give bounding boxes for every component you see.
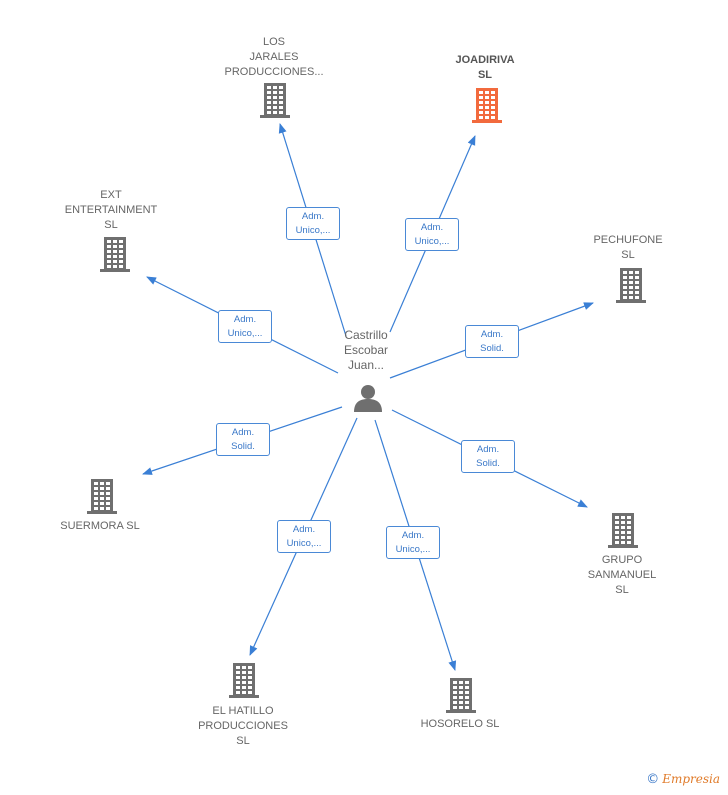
company-label-hosorelo[interactable]: HOSORELO SL (420, 718, 500, 730)
building-icon-los-jarales[interactable] (260, 83, 290, 118)
edge-label-el-hatillo[interactable]: Adm. Unico,... (277, 520, 331, 553)
building-icon-suermora[interactable] (87, 479, 117, 514)
icons-layer (87, 83, 646, 713)
person-icon[interactable] (354, 385, 382, 412)
building-icon-grupo-sanmanuel[interactable] (608, 513, 638, 548)
building-icon-hosorelo[interactable] (446, 678, 476, 713)
company-label-el-hatillo[interactable]: EL HATILLO PRODUCCIONES SL (198, 705, 288, 747)
brand-logo-text: Empresia (662, 772, 720, 786)
edge-label-grupo-sanmanuel[interactable]: Adm. Solid. (461, 440, 515, 473)
company-label-los-jarales[interactable]: LOS JARALES PRODUCCIONES... (224, 36, 324, 78)
edge-label-joadiriva[interactable]: Adm. Unico,... (405, 218, 459, 251)
edge-label-ext-entertainment[interactable]: Adm. Unico,... (218, 310, 272, 343)
company-label-ext-entertainment[interactable]: EXT ENTERTAINMENT SL (64, 189, 158, 231)
edge-label-hosorelo[interactable]: Adm. Unico,... (386, 526, 440, 559)
building-icon-el-hatillo[interactable] (229, 663, 259, 698)
company-label-suermora[interactable]: SUERMORA SL (60, 520, 140, 532)
building-icon-ext-entertainment[interactable] (100, 237, 130, 272)
company-label-pechufone[interactable]: PECHUFONE SL (593, 234, 663, 261)
building-icon-pechufone[interactable] (616, 268, 646, 303)
edge-label-los-jarales[interactable]: Adm. Unico,... (286, 207, 340, 240)
company-label-joadiriva[interactable]: JOADIRIVA SL (455, 54, 515, 81)
person-label[interactable]: Castrillo Escobar Juan... (343, 328, 389, 372)
copyright-icon: © (646, 772, 660, 787)
building-icon-joadiriva[interactable] (472, 88, 502, 123)
edge-label-pechufone[interactable]: Adm. Solid. (465, 325, 519, 358)
company-label-grupo-sanmanuel[interactable]: GRUPO SANMANUEL SL (587, 554, 657, 596)
edge-label-suermora[interactable]: Adm. Solid. (216, 423, 270, 456)
copyright-footer[interactable]: ©Empresia (646, 772, 720, 787)
